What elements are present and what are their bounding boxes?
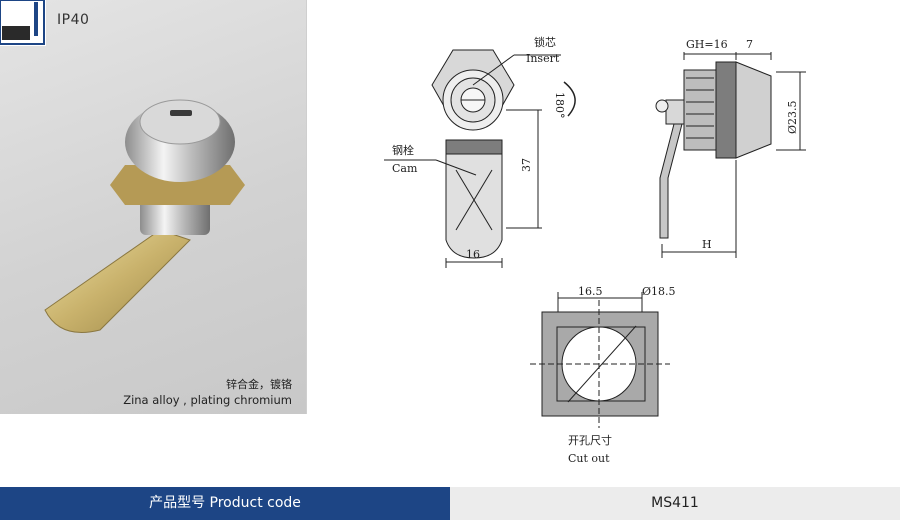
- dim-h: H: [702, 238, 712, 251]
- product-code-value-bar: MS411: [450, 487, 900, 520]
- ip-rating-icon: [0, 0, 46, 46]
- material-english: Zina alloy , plating chromium: [123, 393, 292, 407]
- product-code-value: MS411: [651, 495, 699, 511]
- dim-height: 37: [520, 158, 533, 172]
- side-view: [655, 52, 806, 258]
- dim-gh: GH=16: [686, 38, 728, 51]
- cutout-label-en: Cut out: [568, 452, 610, 465]
- dim-width: 16: [466, 248, 480, 261]
- front-view: [384, 49, 561, 268]
- cutout-width: 16.5: [578, 285, 603, 298]
- ip-rating-label: IP40: [57, 12, 90, 28]
- rotation-label: 180°: [553, 92, 566, 119]
- cutout-drawing: [530, 292, 670, 428]
- panel-divider: [306, 0, 307, 414]
- dim-diameter: Ø23.5: [786, 100, 799, 134]
- dim-seven: 7: [746, 38, 753, 51]
- technical-drawing: 锁芯 Insert 钢栓 Cam 180° 37 16 GH=16 7 Ø23.…: [384, 35, 806, 465]
- cam-lock-photo: [44, 99, 245, 333]
- cam-label-cn: 钢栓: [392, 143, 414, 157]
- cutout-diameter: Ø18.5: [642, 285, 676, 298]
- product-code-bar: 产品型号 Product code: [0, 487, 450, 520]
- cam-label-en: Cam: [392, 162, 418, 175]
- product-photo-panel: IP40 锌合金，镀铬 Zina alloy , plating chromiu…: [0, 0, 306, 414]
- product-code-label: 产品型号 Product code: [149, 495, 301, 511]
- rotation-arrow-icon: [563, 81, 576, 117]
- material-chinese: 锌合金，镀铬: [226, 378, 292, 391]
- cutout-label-cn: 开孔尺寸: [568, 433, 612, 447]
- insert-label-cn: 锁芯: [534, 35, 556, 49]
- insert-label-en: Insert: [526, 52, 560, 65]
